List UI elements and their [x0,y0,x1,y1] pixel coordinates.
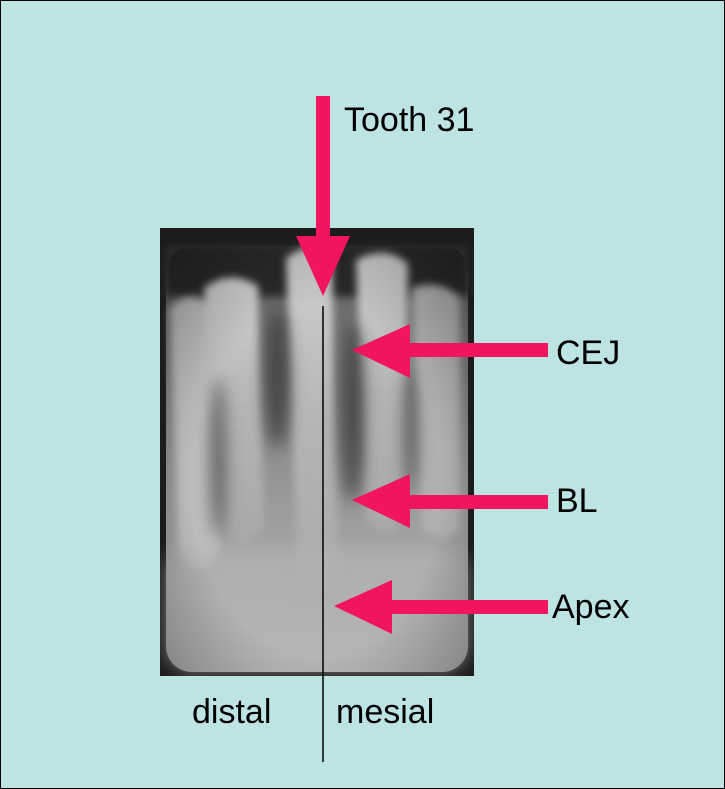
mesial-label: mesial [336,695,434,729]
tooth-label: Tooth 31 [344,103,474,137]
distal-label: distal [192,695,271,729]
apex-arrow [334,580,548,634]
bl-label: BL [556,484,598,518]
cej-arrow [352,324,548,378]
apex-label: Apex [552,590,630,624]
bl-arrow [352,474,548,528]
cej-label: CEJ [556,336,620,370]
tooth-arrow [296,96,350,296]
